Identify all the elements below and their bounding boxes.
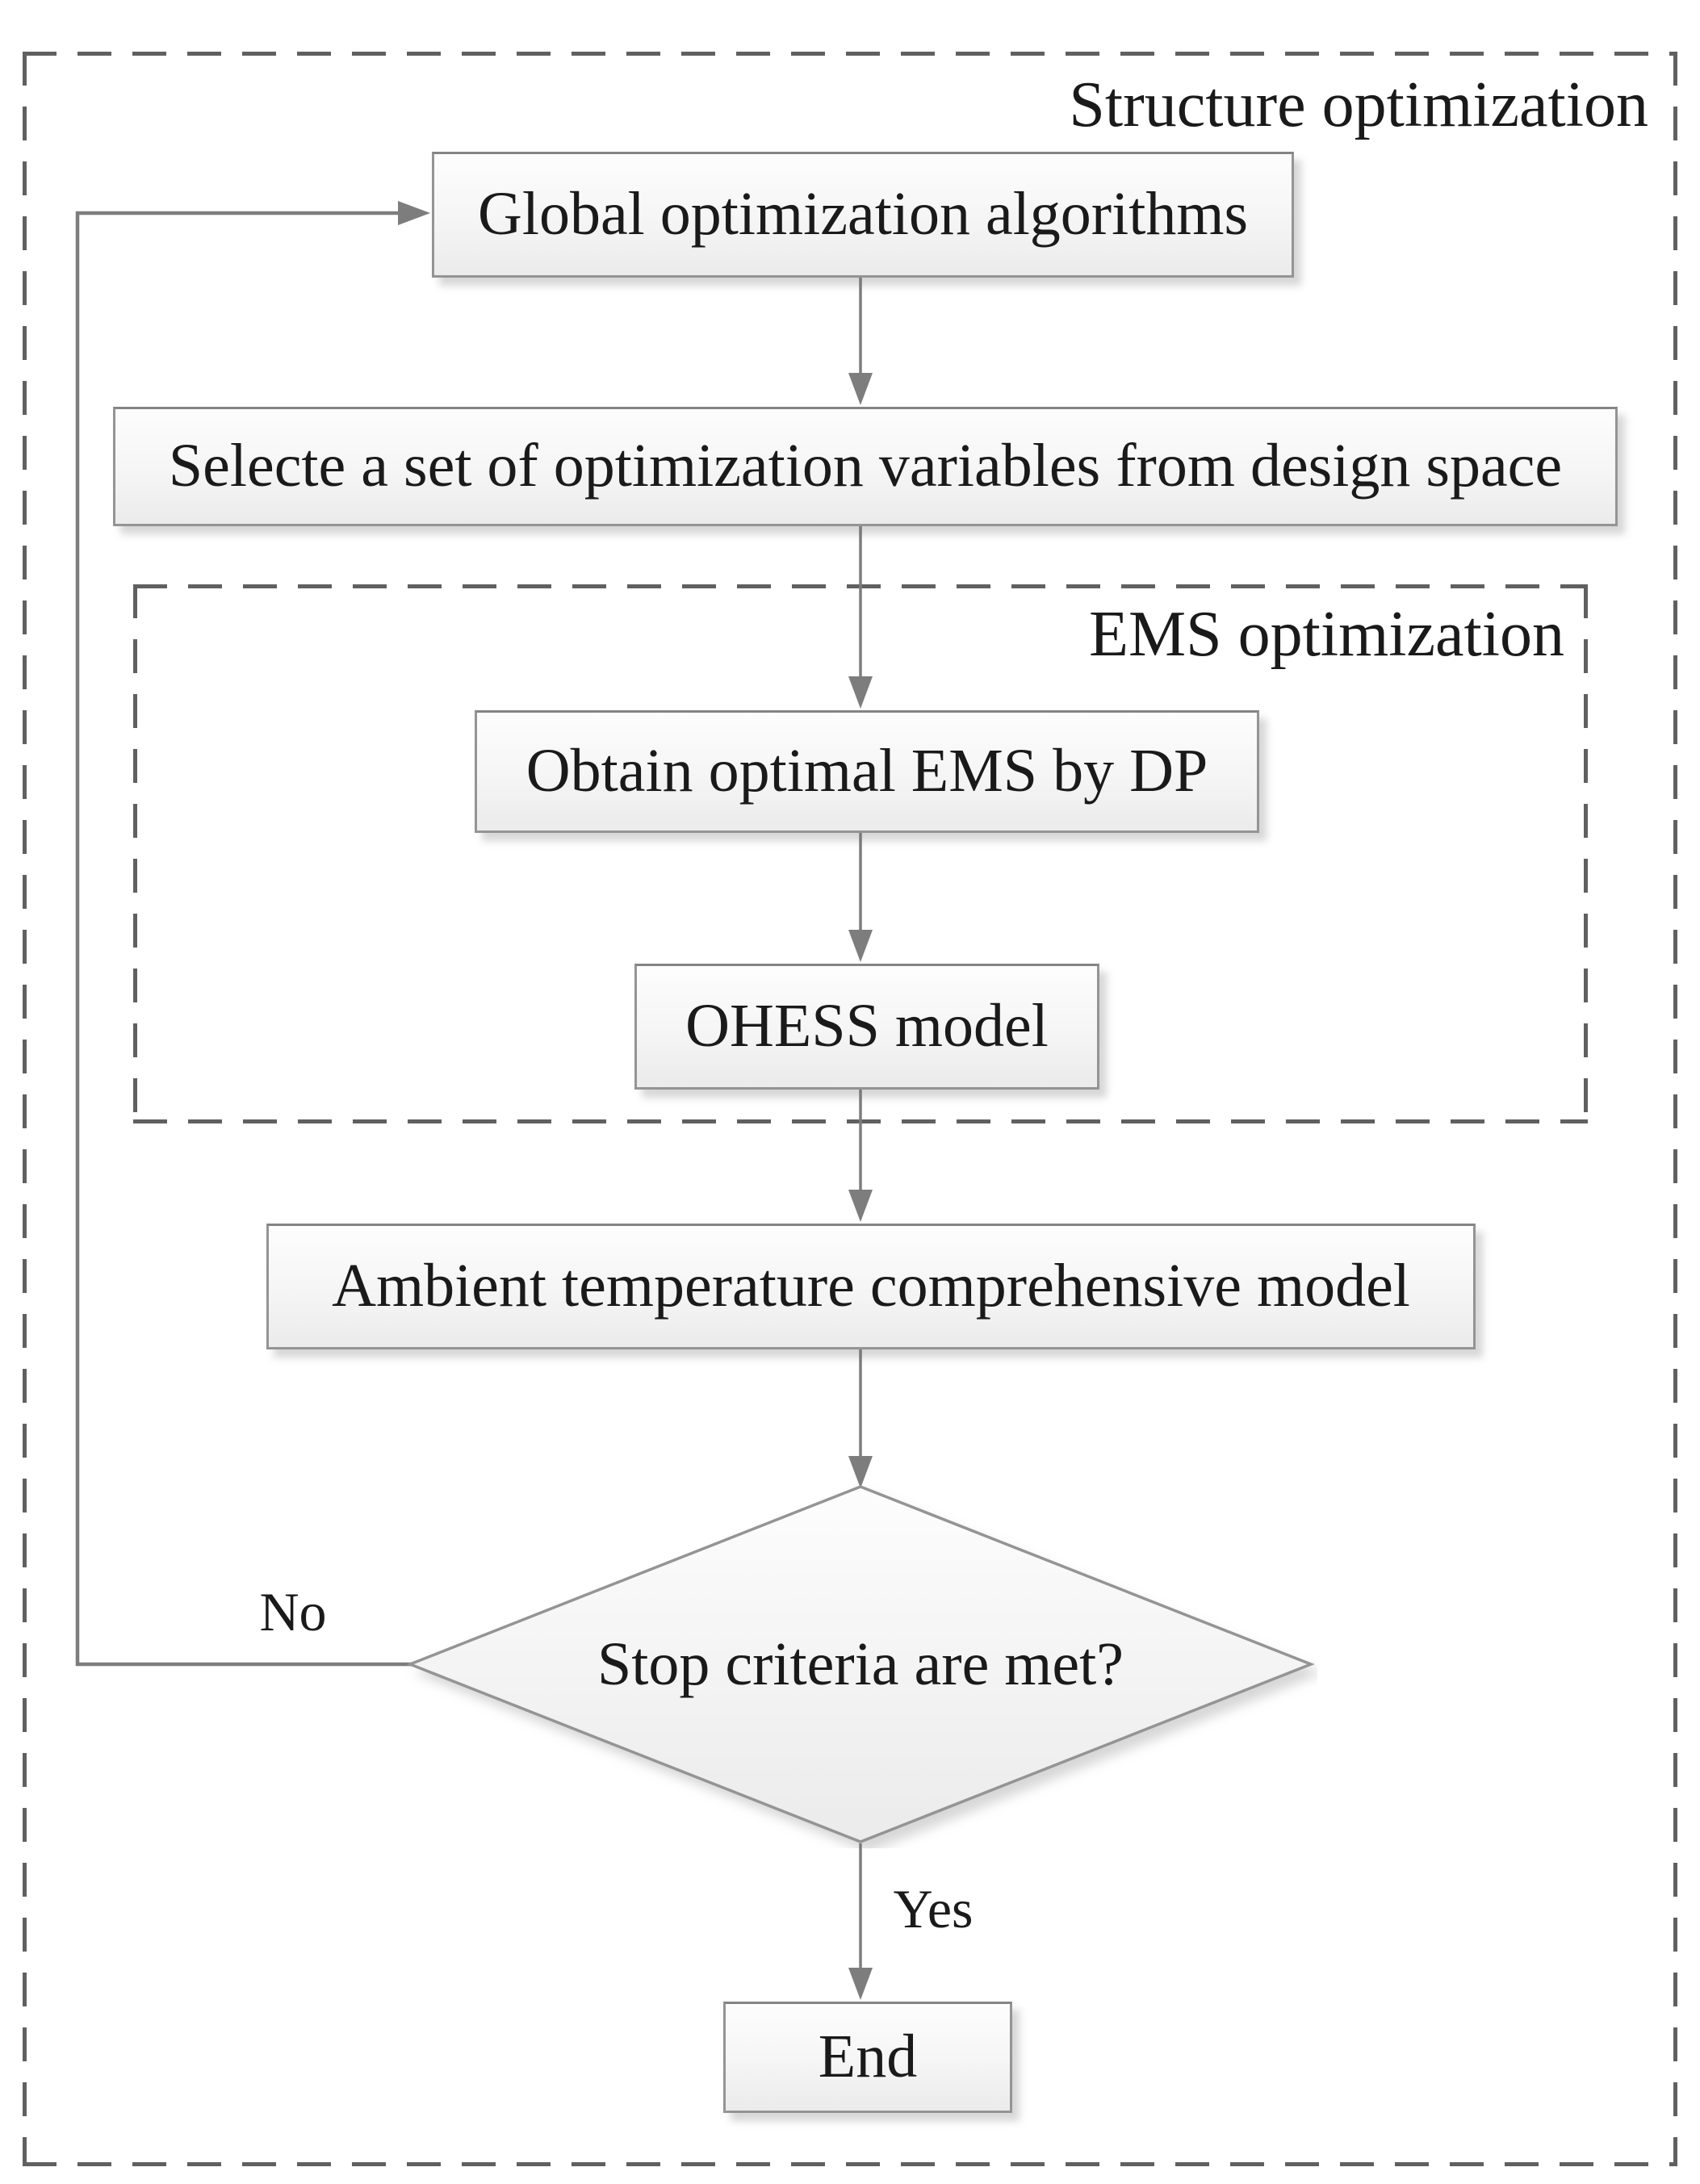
node-obtain-optimal-ems-by-dp: Obtain optimal EMS by DP <box>475 710 1259 833</box>
arrowhead-decision-to-end <box>848 1968 873 2000</box>
arrowhead-global-to-select <box>848 373 873 405</box>
no-branch-label: No <box>259 1581 327 1642</box>
arrowhead-obtain-to-ohess <box>848 930 873 962</box>
decision-diamond <box>406 1485 1315 1843</box>
node-global-optimization-algorithms: Global optimization algorithms <box>432 152 1294 278</box>
decision-label: Stop criteria are met? <box>597 1630 1124 1698</box>
arrowhead-no-loop-to-global <box>398 201 430 225</box>
node-end: End <box>723 2002 1012 2113</box>
yes-branch-label: Yes <box>893 1878 974 1939</box>
arrowhead-select-to-obtain <box>848 676 873 709</box>
decision-diamond-shape <box>406 1485 1315 1843</box>
structure-optimization-region-label: Structure optimization <box>1069 69 1648 140</box>
ems-optimization-region-label: EMS optimization <box>1089 599 1564 670</box>
arrowhead-ohess-to-ambient <box>848 1190 873 1222</box>
no-loop-connector <box>75 211 413 1667</box>
node-ohess-model: OHESS model <box>634 964 1099 1090</box>
node-select-optimization-variables: Selecte a set of optimization variables … <box>113 407 1618 526</box>
node-ambient-temperature-model: Ambient temperature comprehensive model <box>266 1224 1476 1349</box>
arrowhead-ambient-to-decision <box>848 1456 873 1488</box>
